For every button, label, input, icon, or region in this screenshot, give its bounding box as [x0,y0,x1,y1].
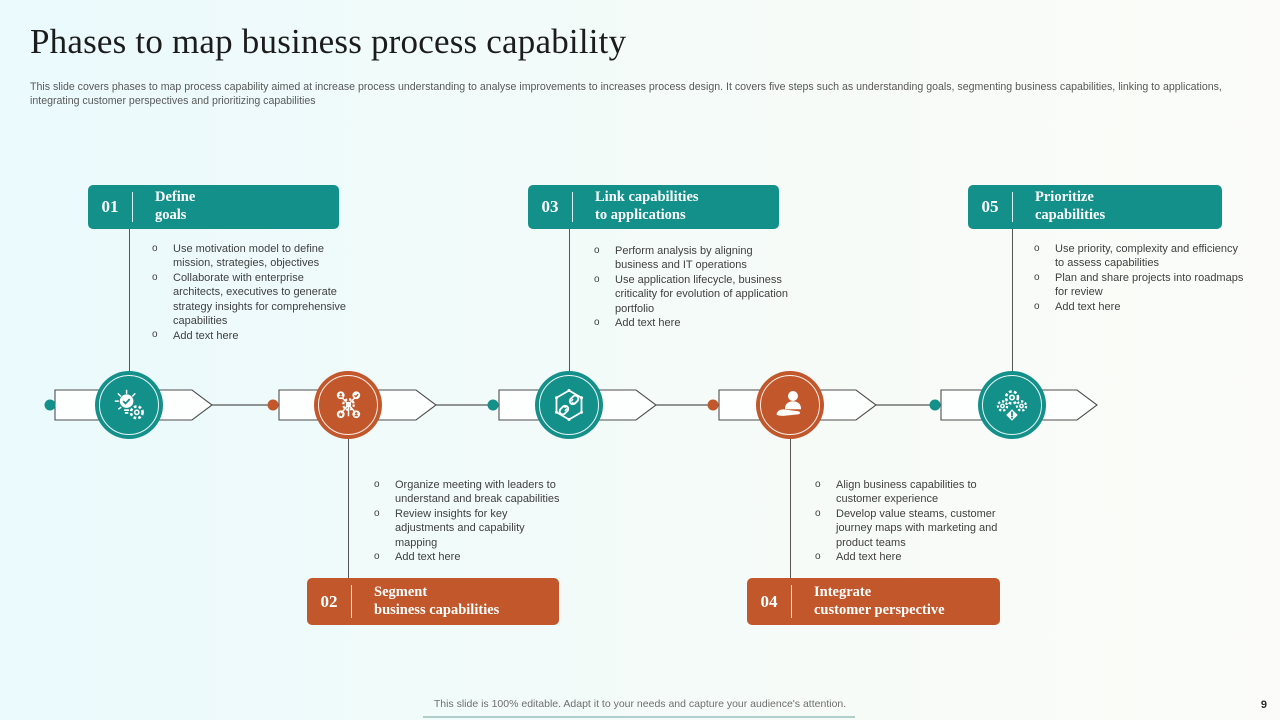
circle-ring [99,375,159,435]
phase-05-title: Prioritize capabilities [1013,189,1105,224]
phase-03-title-line2: to applications [595,207,686,223]
bullet-item: Use priority, complexity and efficiency … [1032,242,1244,271]
slide-description: This slide covers phases to map process … [30,80,1222,108]
phase-05-title-line1: Prioritize [1035,189,1094,206]
bullet-item: Use application lifecycle, business crit… [592,273,792,316]
divider [351,585,352,618]
milestone-dot [487,399,499,411]
circle-ring [760,375,820,435]
bullet-text: Perform analysis by aligning business an… [615,245,753,272]
phase-03-circle [535,371,603,439]
bullet-item: Organize meeting with leaders to underst… [372,478,588,507]
milestone-dot [267,399,279,411]
phase-04-circle [756,371,824,439]
phase-02-circle [314,371,382,439]
phase-02-title-line1: Segment [374,583,428,600]
bullet-text: Add text here [836,551,902,564]
bullet-item: Review insights for key adjustments and … [372,507,588,550]
circle-ring [318,375,378,435]
connector-phase-05 [1012,228,1013,372]
phase-02-number: 02 [320,591,338,611]
phase-04-title-line1: Integrate [814,583,872,600]
bullet-text: Use application lifecycle, business crit… [615,274,789,315]
divider [791,585,792,618]
milestone-dot [44,399,56,411]
phase-01-title-line1: Define [155,189,196,206]
bullet-item: Add text here [150,328,357,343]
bullet-item: Collaborate with enterprise architects, … [150,271,357,328]
phase-03-number: 03 [541,197,559,216]
divider [1012,192,1013,222]
page-title: Phases to map business process capabilit… [30,22,627,61]
bullet-text: Add text here [173,329,239,342]
bullet-text: Add text here [395,551,461,564]
bullet-item: Align business capabilities to customer … [813,478,1013,507]
phase-05-bullets: Use priority, complexity and efficiency … [1032,242,1244,315]
phase-05-circle [978,371,1046,439]
milestone-dot [929,399,941,411]
connector-phase-03 [569,228,570,372]
phase-04-bullets: Align business capabilities to customer … [813,478,1013,565]
phase-05-header: 05 Prioritize capabilities [968,185,1222,229]
phase-04-title: Integrate customer perspective [792,584,945,619]
bullet-text: Align business capabilities to customer … [836,479,977,506]
phase-01-title-line2: goals [155,207,187,223]
phase-04-number: 04 [760,591,778,611]
phase-03-header: 03 Link capabilities to applications [528,185,779,229]
phase-01-header: 01 Define goals [88,185,339,229]
phase-04-title-line2: customer perspective [814,601,945,618]
footer-underline [423,716,855,718]
bullet-item: Develop value steams, customer journey m… [813,507,1013,550]
phase-01-circle [95,371,163,439]
bullet-item: Add text here [592,316,792,331]
connector-phase-04 [790,438,791,578]
circle-ring [539,375,599,435]
phase-02-title: Segment business capabilities [352,584,499,619]
page-number: 9 [1260,699,1267,711]
phase-01-title: Define goals [133,189,195,224]
phase-03-bullets: Perform analysis by aligning business an… [592,244,792,331]
bullet-item: Add text here [813,550,1013,565]
phase-02-bullets: Organize meeting with leaders to underst… [372,478,588,565]
bullet-text: Plan and share projects into roadmaps fo… [1055,272,1244,299]
bullet-item: Use motivation model to define mission, … [150,242,357,271]
connector-phase-01 [129,228,130,372]
bullet-text: Review insights for key adjustments and … [395,508,525,549]
divider [572,192,573,222]
phase-05-number: 05 [981,197,999,216]
milestone-dot [707,399,719,411]
divider [132,192,133,222]
phase-01-bullets: Use motivation model to define mission, … [150,242,357,344]
bullet-item: Add text here [372,550,588,565]
circle-ring [982,375,1042,435]
phase-03-title: Link capabilities to applications [573,189,699,224]
slide-description-line1: This slide covers phases to map process … [30,81,1222,93]
bullet-text: Develop value steams, customer journey m… [836,508,998,549]
bullet-item: Perform analysis by aligning business an… [592,244,792,273]
bullet-text: Collaborate with enterprise architects, … [173,272,347,327]
bullet-text: Use priority, complexity and efficiency … [1055,243,1238,270]
phase-03-title-line1: Link capabilities [595,189,699,206]
bullet-item: Plan and share projects into roadmaps fo… [1032,271,1244,300]
phase-02-header: 02 Segment business capabilities [307,578,559,625]
bullet-item: Add text here [1032,300,1244,315]
slide-description-line2: integrating customer perspectives and pr… [30,95,316,107]
bullet-text: Add text here [1055,301,1121,314]
phase-01-number: 01 [101,197,119,216]
bullet-text: Use motivation model to define mission, … [173,243,325,270]
phase-02-title-line2: business capabilities [374,601,500,618]
phase-05-title-line2: capabilities [1035,207,1106,223]
bullet-text: Add text here [615,317,681,330]
footer-note: This slide is 100% editable. Adapt it to… [433,698,847,710]
connector-phase-02 [348,438,349,578]
phase-04-header: 04 Integrate customer perspective [747,578,1000,625]
bullet-text: Organize meeting with leaders to underst… [395,479,560,506]
